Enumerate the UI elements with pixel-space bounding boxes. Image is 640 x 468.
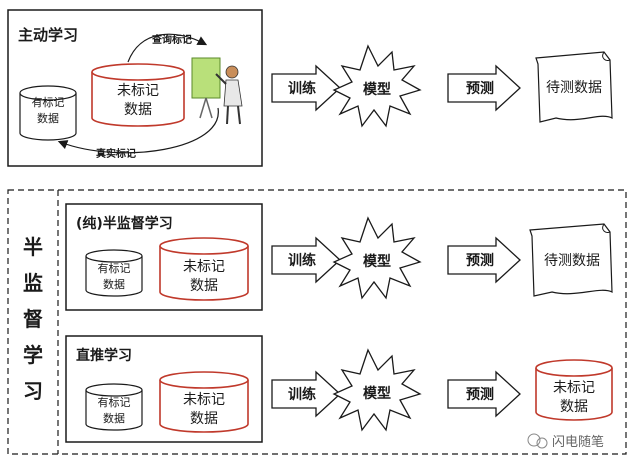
svg-text:学: 学 — [23, 343, 43, 367]
transductive-train-arrow: 训练 — [271, 370, 341, 418]
svg-text:数据: 数据 — [103, 277, 125, 291]
svg-text:训练: 训练 — [288, 80, 316, 97]
svg-text:有标记: 有标记 — [98, 395, 131, 409]
svg-text:模型: 模型 — [363, 385, 391, 402]
pure-output-scroll: 待测数据 — [529, 223, 613, 297]
svg-text:待测数据: 待测数据 — [546, 80, 602, 96]
unlabeled-database: 未标记 数据 — [91, 63, 185, 127]
active-model-star: 模型 — [332, 44, 422, 128]
transductive-predict-arrow: 预测 — [447, 370, 521, 418]
svg-text:数据: 数据 — [37, 111, 59, 125]
pure-model-star: 模型 — [332, 216, 422, 300]
true-label-arrow — [57, 107, 219, 154]
svg-text:有标记: 有标记 — [98, 261, 131, 275]
svg-text:数据: 数据 — [103, 411, 125, 425]
transductive-model-star: 模型 — [332, 348, 422, 432]
svg-text:训练: 训练 — [288, 252, 316, 269]
transductive-unlabeled-database: 未标记 数据 — [159, 371, 249, 433]
query-label: 查询标记 — [151, 33, 192, 46]
active-output-scroll: 待测数据 — [535, 51, 613, 123]
watermark: 闪电随笔 — [527, 433, 604, 450]
svg-text:模型: 模型 — [363, 81, 391, 98]
svg-text:数据: 数据 — [190, 278, 218, 294]
transductive-title: 直推学习 — [76, 347, 132, 364]
svg-text:未标记: 未标记 — [183, 392, 225, 408]
svg-text:习: 习 — [23, 379, 43, 403]
svg-text:预测: 预测 — [466, 80, 494, 97]
svg-text:督: 督 — [23, 307, 43, 331]
svg-text:模型: 模型 — [363, 253, 391, 270]
svg-text:数据: 数据 — [560, 399, 588, 415]
svg-text:未标记: 未标记 — [117, 83, 159, 99]
svg-text:未标记: 未标记 — [183, 259, 225, 275]
query-arrow — [127, 33, 208, 63]
svg-text:待测数据: 待测数据 — [544, 253, 600, 269]
pure-labeled-database: 有标记 数据 — [85, 249, 143, 297]
transductive-labeled-database: 有标记 数据 — [85, 383, 143, 431]
svg-text:训练: 训练 — [288, 386, 316, 403]
pure-train-arrow: 训练 — [271, 236, 341, 284]
wechat-icon — [527, 433, 541, 447]
active-predict-arrow: 预测 — [447, 64, 521, 112]
transductive-output-database: 未标记 数据 — [535, 359, 613, 421]
svg-text:闪电随笔: 闪电随笔 — [552, 434, 604, 450]
svg-text:有标记: 有标记 — [32, 95, 65, 109]
active-learning-box — [7, 9, 263, 167]
pure-predict-arrow: 预测 — [447, 236, 521, 284]
svg-text:预测: 预测 — [466, 386, 494, 403]
semi-supervised-outer-box — [7, 189, 627, 455]
pure-semi-title: (纯)半监督学习 — [76, 215, 173, 232]
svg-text:数据: 数据 — [124, 102, 152, 118]
active-train-arrow: 训练 — [271, 64, 341, 112]
transductive-box — [65, 335, 263, 443]
active-learning-title: 主动学习 — [18, 26, 78, 44]
svg-text:监: 监 — [23, 271, 43, 295]
pure-unlabeled-database: 未标记 数据 — [159, 237, 249, 301]
svg-text:半: 半 — [23, 235, 43, 259]
pure-semi-box — [65, 203, 263, 311]
expert-icon — [191, 57, 243, 125]
svg-text:未标记: 未标记 — [553, 380, 595, 396]
true-label: 真实标记 — [96, 147, 136, 160]
labeled-database: 有标记 数据 — [19, 85, 77, 141]
semi-supervised-side-title: 半 监 督 学 习 — [23, 235, 43, 403]
svg-text:预测: 预测 — [466, 252, 494, 269]
svg-text:数据: 数据 — [190, 411, 218, 427]
